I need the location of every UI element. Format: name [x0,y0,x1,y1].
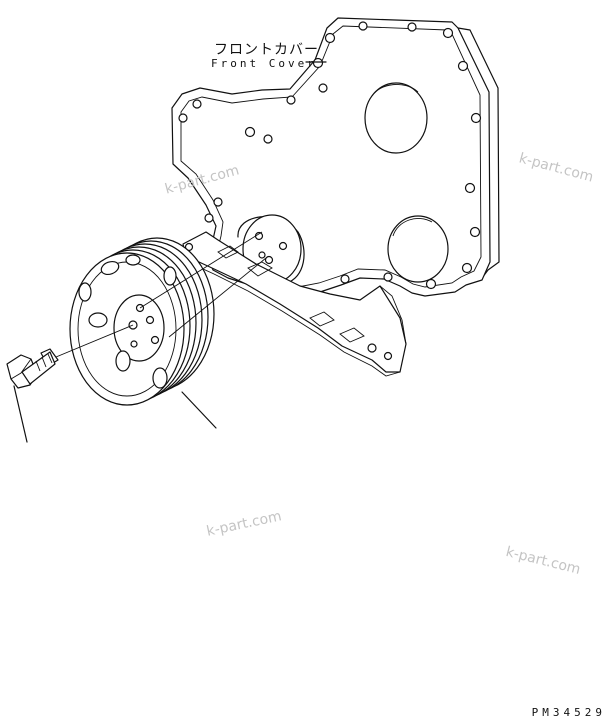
pulley-bolt [6,348,59,389]
pulley-lightening-holes [78,254,177,389]
cover-bolt-holes [178,21,482,290]
upper-cover-plate [364,82,428,154]
crankshaft-pulley [69,237,215,406]
figure-code: PM34529 [531,706,606,719]
lower-cover-plate [387,215,449,283]
pulley-hub [113,294,165,362]
assembly-lines [13,61,327,443]
front-cover-label-jp: フロントカバー [214,42,319,58]
front-cover [171,17,500,377]
bolt-axis-line [55,324,134,358]
front-cover-label-en: Front Cover [211,57,317,70]
crank-axis-line [139,231,263,309]
bolt-leader [13,385,28,443]
pulley-leader [181,391,217,429]
